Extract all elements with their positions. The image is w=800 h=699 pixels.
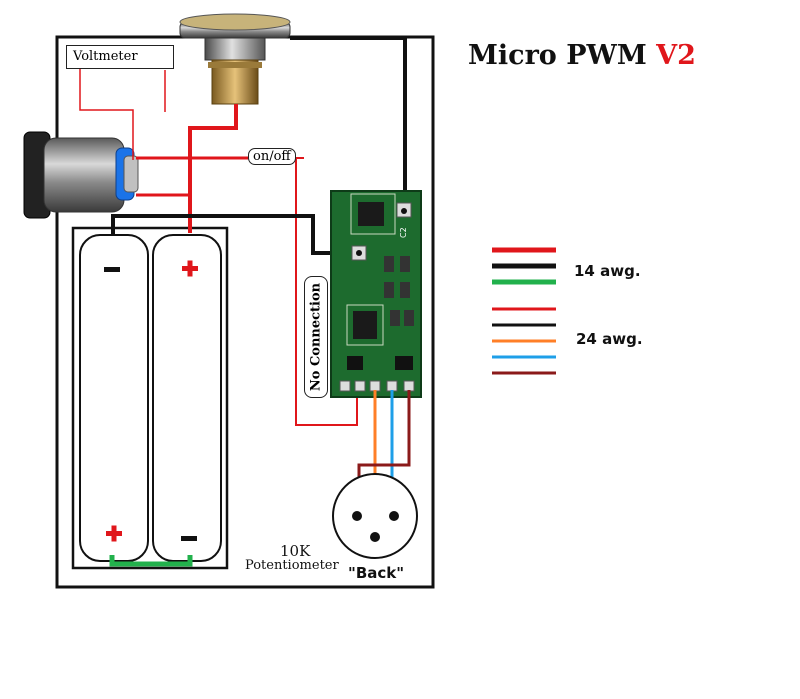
battery-sled bbox=[71, 226, 229, 570]
legend-label-14awg: 14 awg. bbox=[574, 262, 641, 280]
pot-name-label: Potentiometer bbox=[245, 558, 339, 573]
no-connection-label: No Connection bbox=[304, 276, 328, 398]
voltmeter-lead-1 bbox=[79, 68, 134, 160]
legend-label-24awg: 24 awg. bbox=[576, 330, 643, 348]
plus-icon bbox=[106, 525, 122, 542]
diagram-title: Micro PWM V2 bbox=[468, 40, 696, 71]
battery-right bbox=[152, 234, 222, 562]
pot-value-label: 10K bbox=[280, 542, 311, 560]
black-battery-wire bbox=[111, 214, 358, 255]
battery-bridge-wire bbox=[109, 555, 193, 567]
back-label: "Back" bbox=[348, 564, 405, 582]
fire-button bbox=[23, 131, 139, 219]
plus-icon bbox=[182, 260, 198, 277]
no-connection-text: No Connection bbox=[308, 282, 324, 392]
pot-pin bbox=[389, 511, 399, 521]
potentiometer bbox=[332, 473, 418, 559]
red-pcb-wire bbox=[295, 157, 358, 426]
voltmeter-label: Voltmeter bbox=[66, 45, 174, 69]
title-main: Micro PWM bbox=[468, 40, 657, 71]
onoff-label: on/off bbox=[248, 148, 296, 165]
red-main-wire bbox=[188, 104, 238, 233]
minus-icon bbox=[104, 267, 120, 272]
connector-510 bbox=[179, 13, 291, 105]
legend-swatches bbox=[492, 247, 556, 375]
battery-left bbox=[79, 234, 149, 562]
title-accent: V2 bbox=[656, 40, 696, 71]
pot-pin bbox=[352, 511, 362, 521]
chip-label: C2 bbox=[399, 227, 408, 238]
minus-icon bbox=[181, 536, 197, 541]
black-510-wire bbox=[290, 36, 407, 211]
pot-pin bbox=[370, 532, 380, 542]
pwm-board bbox=[330, 190, 422, 398]
